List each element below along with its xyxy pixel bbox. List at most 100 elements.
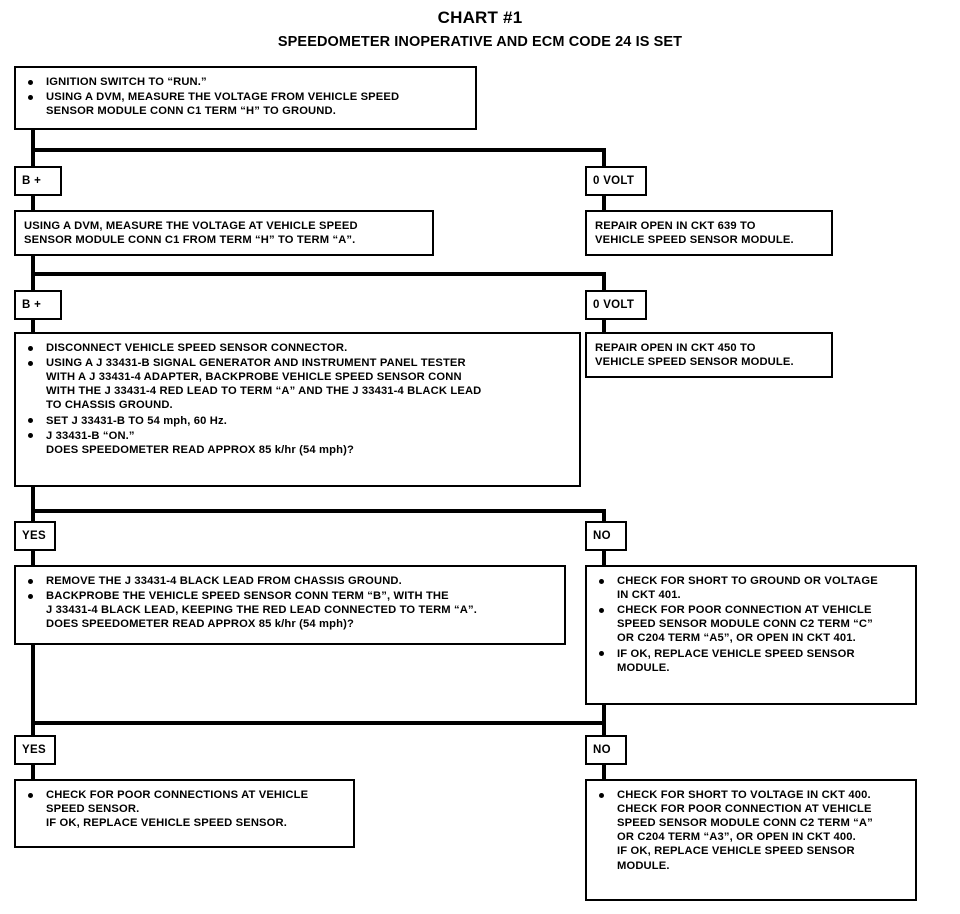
step3-line-2: USING A J 33431-B SIGNAL GENERATOR AND I… bbox=[46, 357, 466, 370]
node-step3: DISCONNECT VEHICLE SPEED SENSOR CONNECTO… bbox=[14, 332, 581, 487]
connector-branch-bar-2 bbox=[31, 272, 606, 276]
bullet-icon bbox=[28, 418, 33, 424]
final-no-line-3: SPEED SENSOR MODULE CONN C2 TERM “A” bbox=[617, 817, 873, 830]
node-start: IGNITION SWITCH TO “RUN.” USING A DVM, M… bbox=[14, 66, 477, 130]
bullet-icon bbox=[28, 79, 33, 85]
repair639-line-1: REPAIR OPEN IN CKT 639 TO bbox=[595, 220, 756, 232]
list-item: IGNITION SWITCH TO “RUN.” bbox=[24, 75, 467, 89]
tag-b-plus-2: B + bbox=[14, 290, 62, 320]
connector-yes-2-down bbox=[31, 763, 35, 781]
step4-line-2: BACKPROBE THE VEHICLE SPEED SENSOR CONN … bbox=[46, 590, 449, 603]
list-item: BACKPROBE THE VEHICLE SPEED SENSOR CONN … bbox=[24, 589, 556, 631]
step2-line-2: SENSOR MODULE CONN C1 FROM TERM “H” TO T… bbox=[24, 234, 356, 247]
check401-line-6: IF OK, REPLACE VEHICLE SPEED SENSOR bbox=[617, 647, 855, 660]
step3-line-8: DOES SPEEDOMETER READ APPROX 85 k/hr (54… bbox=[46, 443, 354, 456]
check401-line-5: OR C204 TERM “A5”, OR OPEN IN CKT 401. bbox=[617, 632, 856, 645]
list-item: CHECK FOR SHORT TO GROUND OR VOLTAGE IN … bbox=[595, 574, 907, 602]
tag-label: NO bbox=[593, 744, 611, 756]
step4-line-1: REMOVE THE J 33431-4 BLACK LEAD FROM CHA… bbox=[46, 575, 402, 587]
node-check-ckt-401: CHECK FOR SHORT TO GROUND OR VOLTAGE IN … bbox=[585, 565, 917, 705]
tag-no-2: NO bbox=[585, 735, 627, 765]
final-no-line-4: OR C204 TERM “A3”, OR OPEN IN CKT 400. bbox=[617, 831, 856, 844]
tag-zero-volt-1: 0 VOLT bbox=[585, 166, 647, 196]
check401-line-3: CHECK FOR POOR CONNECTION AT VEHICLE bbox=[617, 604, 872, 617]
connector-branch1-left-down bbox=[31, 148, 35, 170]
connector-branch3-right-down bbox=[602, 509, 606, 523]
list-item: USING A DVM, MEASURE THE VOLTAGE FROM VE… bbox=[24, 90, 467, 118]
start-bullet-list: IGNITION SWITCH TO “RUN.” USING A DVM, M… bbox=[24, 75, 467, 118]
bullet-icon bbox=[28, 345, 33, 351]
connector-step4-down bbox=[31, 645, 35, 725]
list-item: IF OK, REPLACE VEHICLE SPEED SENSOR MODU… bbox=[595, 647, 907, 675]
step2-line-1: USING A DVM, MEASURE THE VOLTAGE AT VEHI… bbox=[24, 220, 358, 232]
connector-no-1-down bbox=[602, 549, 606, 567]
connector-branch4-left-down bbox=[31, 721, 35, 737]
tag-label: B + bbox=[22, 175, 42, 187]
page-subtitle: SPEEDOMETER INOPERATIVE AND ECM CODE 24 … bbox=[277, 34, 683, 50]
start-line-3: SENSOR MODULE CONN C1 TERM “H” TO GROUND… bbox=[46, 105, 336, 118]
step3-line-6: SET J 33431-B TO 54 mph, 60 Hz. bbox=[46, 414, 228, 427]
final-yes-line-3: IF OK, REPLACE VEHICLE SPEED SENSOR. bbox=[46, 817, 287, 830]
start-line-2: USING A DVM, MEASURE THE VOLTAGE FROM VE… bbox=[46, 91, 400, 104]
connector-zero-volt-1-down bbox=[602, 194, 606, 212]
node-final-no: CHECK FOR SHORT TO VOLTAGE IN CKT 400. C… bbox=[585, 779, 917, 901]
bullet-icon bbox=[28, 792, 33, 798]
tag-zero-volt-2: 0 VOLT bbox=[585, 290, 647, 320]
tag-b-plus-1: B + bbox=[14, 166, 62, 196]
list-item: CHECK FOR POOR CONNECTIONS AT VEHICLE SP… bbox=[24, 788, 345, 830]
repair450-line-2: VEHICLE SPEED SENSOR MODULE. bbox=[595, 356, 794, 369]
node-final-yes: CHECK FOR POOR CONNECTIONS AT VEHICLE SP… bbox=[14, 779, 355, 848]
bullet-icon bbox=[599, 607, 604, 613]
repair450-line-1: REPAIR OPEN IN CKT 450 TO bbox=[595, 342, 756, 354]
step3-bullet-list: DISCONNECT VEHICLE SPEED SENSOR CONNECTO… bbox=[24, 341, 571, 457]
final-yes-line-2: SPEED SENSOR. bbox=[46, 803, 140, 816]
connector-step2-down bbox=[31, 256, 35, 276]
tag-label: 0 VOLT bbox=[593, 299, 635, 311]
check401-line-7: MODULE. bbox=[617, 661, 670, 674]
step3-line-7: J 33431-B “ON.” bbox=[46, 429, 135, 442]
tag-label: NO bbox=[593, 530, 611, 542]
list-item: REMOVE THE J 33431-4 BLACK LEAD FROM CHA… bbox=[24, 574, 556, 588]
connector-branch3-left-down bbox=[31, 509, 35, 523]
connector-branch-bar-4 bbox=[31, 721, 606, 725]
final-yes-bullet-list: CHECK FOR POOR CONNECTIONS AT VEHICLE SP… bbox=[24, 788, 345, 830]
tag-label: YES bbox=[22, 744, 46, 756]
node-step4: REMOVE THE J 33431-4 BLACK LEAD FROM CHA… bbox=[14, 565, 566, 645]
tag-yes-2: YES bbox=[14, 735, 56, 765]
bullet-icon bbox=[28, 593, 33, 599]
check401-line-1: CHECK FOR SHORT TO GROUND OR VOLTAGE bbox=[617, 575, 878, 587]
bullet-icon bbox=[28, 578, 33, 584]
check401-line-2: IN CKT 401. bbox=[617, 589, 681, 602]
tag-label: YES bbox=[22, 530, 46, 542]
connector-branch2-left-down bbox=[31, 272, 35, 294]
connector-yes-1-down bbox=[31, 549, 35, 567]
check401-line-4: SPEED SENSOR MODULE CONN C2 TERM “C” bbox=[617, 618, 873, 631]
bullet-icon bbox=[28, 433, 33, 439]
tag-label: B + bbox=[22, 299, 42, 311]
list-item: CHECK FOR SHORT TO VOLTAGE IN CKT 400. C… bbox=[595, 788, 907, 873]
step3-line-3: WITH A J 33431-4 ADAPTER, BACKPROBE VEHI… bbox=[46, 371, 462, 384]
bullet-icon bbox=[599, 792, 604, 798]
final-no-bullet-list: CHECK FOR SHORT TO VOLTAGE IN CKT 400. C… bbox=[595, 788, 907, 873]
connector-no-2-down bbox=[602, 763, 606, 781]
list-item: J 33431-B “ON.” DOES SPEEDOMETER READ AP… bbox=[24, 429, 571, 457]
connector-branch-bar-1 bbox=[31, 148, 606, 152]
connector-b-plus-1-down bbox=[31, 194, 35, 212]
step3-line-5: TO CHASSIS GROUND. bbox=[46, 399, 173, 412]
repair639-line-2: VEHICLE SPEED SENSOR MODULE. bbox=[595, 234, 794, 247]
node-repair-ckt-639: REPAIR OPEN IN CKT 639 TO VEHICLE SPEED … bbox=[585, 210, 833, 256]
connector-b-plus-2-down bbox=[31, 318, 35, 334]
bullet-icon bbox=[28, 360, 33, 366]
bullet-icon bbox=[28, 94, 33, 100]
step4-line-3: J 33431-4 BLACK LEAD, KEEPING THE RED LE… bbox=[46, 604, 477, 617]
connector-zero-volt-2-down bbox=[602, 318, 606, 334]
list-item: CHECK FOR POOR CONNECTION AT VEHICLE SPE… bbox=[595, 603, 907, 645]
bullet-icon bbox=[599, 651, 604, 657]
final-no-line-2: CHECK FOR POOR CONNECTION AT VEHICLE bbox=[617, 803, 872, 816]
bullet-icon bbox=[599, 578, 604, 584]
list-item: DISCONNECT VEHICLE SPEED SENSOR CONNECTO… bbox=[24, 341, 571, 355]
node-step2: USING A DVM, MEASURE THE VOLTAGE AT VEHI… bbox=[14, 210, 434, 256]
check401-bullet-list: CHECK FOR SHORT TO GROUND OR VOLTAGE IN … bbox=[595, 574, 907, 675]
tag-label: 0 VOLT bbox=[593, 175, 635, 187]
connector-start-down bbox=[31, 130, 35, 152]
